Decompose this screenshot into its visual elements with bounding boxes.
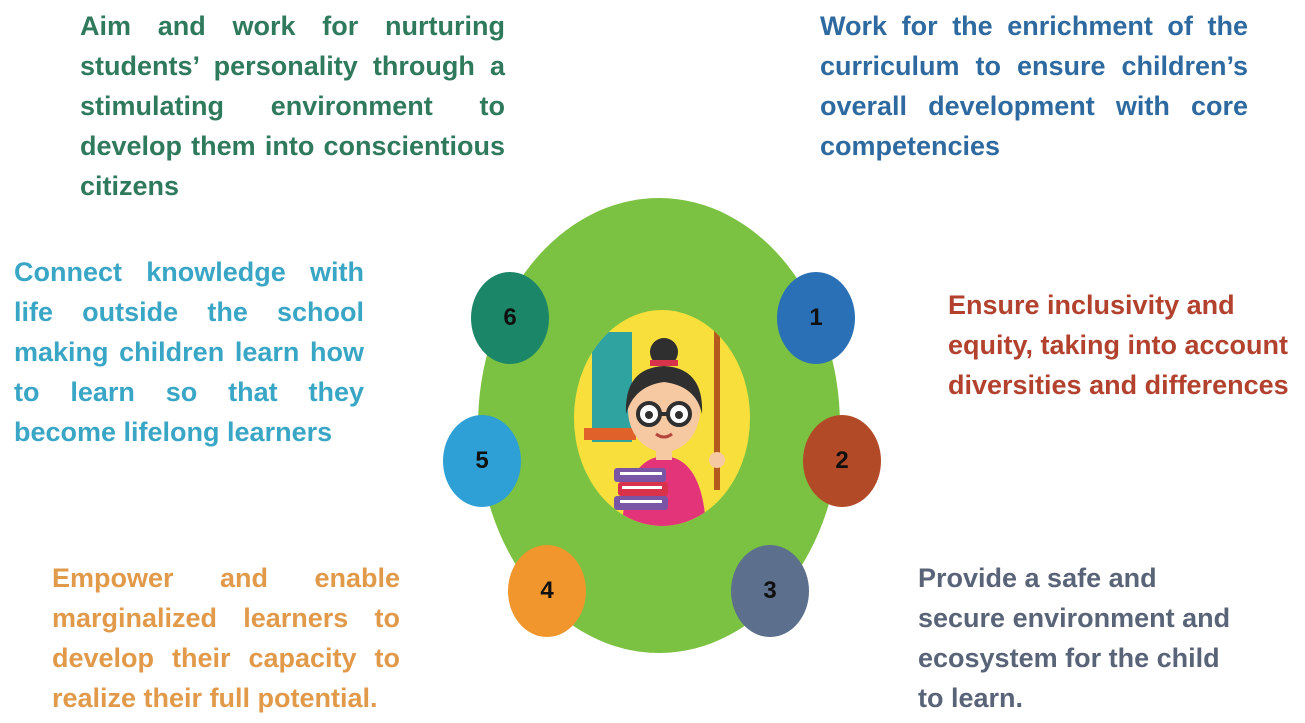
bubble-5-label: 5 xyxy=(475,447,489,474)
bubble-6: 6 xyxy=(471,272,549,364)
bubble-4-label: 4 xyxy=(540,577,554,604)
teacher-illustration xyxy=(574,310,750,526)
bubble-3: 3 xyxy=(731,545,809,637)
bubble-1: 1 xyxy=(777,272,855,364)
bubble-4: 4 xyxy=(508,545,586,637)
bubble-2: 2 xyxy=(803,415,881,507)
statement-red: Ensure inclusivity and equity, taking in… xyxy=(948,290,1289,400)
statement-cyan: Connect knowledge with life outside the … xyxy=(14,257,364,447)
statement-green: Aim and work for nurturing students’ per… xyxy=(80,11,505,201)
statement-orange: Empower and enable marginalized learners… xyxy=(52,563,400,713)
teacher-icon xyxy=(584,330,725,526)
bubble-6-label: 6 xyxy=(503,304,517,331)
statement-slate: Provide a safe and secure environment an… xyxy=(918,563,1231,713)
bubble-3-label: 3 xyxy=(763,577,777,604)
bubble-1-label: 1 xyxy=(809,304,823,331)
bubble-2-label: 2 xyxy=(835,447,849,474)
statement-blue: Work for the enrichment of the curriculu… xyxy=(820,11,1248,161)
bubble-5: 5 xyxy=(443,415,521,507)
